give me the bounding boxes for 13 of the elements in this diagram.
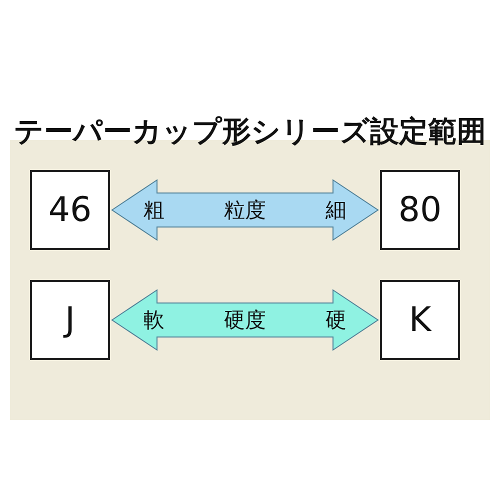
end-label: 硬 (326, 307, 346, 334)
value-box: 80 (380, 170, 460, 250)
value-box: 46 (30, 170, 110, 250)
title: テーパーカップ形シリーズ設定範囲 (13, 113, 487, 150)
double-arrow (111, 179, 379, 241)
edge-label: 硬度 (224, 307, 266, 334)
end-label: 軟 (144, 307, 164, 334)
edge-label: 粒度 (224, 197, 266, 224)
end-label: 細 (326, 197, 346, 224)
value-box: K (380, 280, 460, 360)
end-label: 粗 (144, 197, 164, 224)
double-arrow (111, 289, 379, 351)
value-box: J (30, 280, 110, 360)
